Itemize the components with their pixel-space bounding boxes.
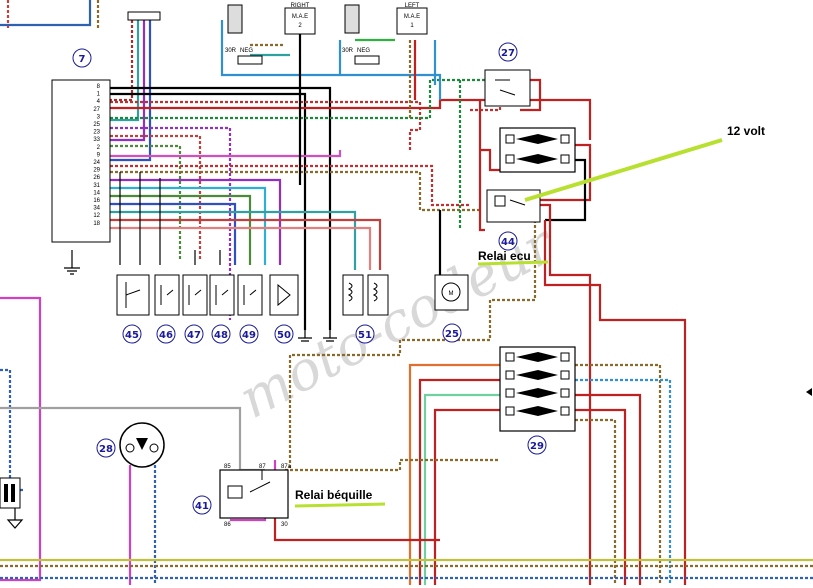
component-29-label: 29 — [530, 441, 544, 452]
ecu-pin-2: 2 — [97, 145, 101, 151]
ecu-pin-25: 25 — [93, 122, 100, 128]
svg-text:M: M — [449, 291, 454, 297]
sensor-number-labels: 45 46 47 48 49 50 51 — [122, 324, 375, 344]
component-49-label: 49 — [242, 330, 256, 341]
component-51-label: 51 — [358, 330, 372, 341]
top-connector — [127, 11, 161, 21]
relay41-pin-30: 30 — [281, 522, 288, 528]
sensor-47 — [182, 274, 208, 316]
left-partial-connector — [0, 477, 21, 509]
ecu-pin-16: 16 — [93, 198, 100, 204]
component-7-label: 7 — [79, 54, 86, 65]
component-50-label: 50 — [277, 330, 291, 341]
edge-arrow-icon — [806, 388, 812, 396]
ecu-pin-23: 23 — [93, 130, 100, 136]
relay41-pin-87a: 87a — [281, 464, 292, 470]
component-41-label: 41 — [195, 501, 209, 512]
ecu-pin-9: 9 — [97, 152, 101, 158]
ecu-pin-14: 14 — [93, 190, 100, 196]
fuel-pump-25: M — [434, 274, 469, 311]
mae-right-index: 2 — [298, 23, 302, 29]
mae-left-label: M.A.E — [404, 14, 420, 20]
mae-right-30r: 30R — [225, 48, 237, 54]
relay41-pin-87: 87 — [259, 464, 266, 470]
ecu-pin-34: 34 — [93, 206, 100, 212]
ecu-pin-4: 4 — [97, 99, 101, 105]
component-45-label: 45 — [125, 330, 139, 341]
sensor-46 — [154, 274, 180, 316]
ecu-pin-3: 3 — [97, 114, 101, 120]
relay41-pin-85: 85 — [224, 464, 231, 470]
mae-right-side: RIGHT — [291, 3, 310, 9]
relay-44-ecu — [486, 189, 541, 223]
ecu-pin-27: 27 — [93, 107, 100, 113]
sensor-45 — [116, 274, 150, 316]
ecu-pin-31: 31 — [93, 183, 100, 189]
sensor-48 — [209, 274, 235, 316]
mae-right-switch: RIGHT M.A.E 2 30R NEG — [225, 3, 316, 65]
mae-right-label: M.A.E — [292, 14, 308, 20]
component-48-label: 48 — [214, 330, 228, 341]
annotation-relai-bequille: Relai béquille — [295, 488, 373, 502]
mae-left-switch: LEFT M.A.E 1 30R NEG — [342, 3, 428, 65]
ecu-pin-18: 18 — [93, 221, 100, 227]
component-25-label: 25 — [445, 329, 459, 340]
ecu-pin-24: 24 — [93, 160, 100, 166]
ecu-pin-33: 33 — [93, 137, 100, 143]
ecu-pin-1: 1 — [97, 92, 101, 98]
component-47-label: 47 — [187, 330, 201, 341]
component-46-label: 46 — [159, 330, 173, 341]
ecu-pin-12: 12 — [93, 213, 100, 219]
component-27-label: 27 — [501, 48, 515, 59]
ecu-pin-29: 29 — [93, 168, 100, 174]
sensor-50 — [269, 274, 299, 316]
component-28-label: 28 — [99, 444, 113, 455]
fuse-box-29 — [499, 346, 576, 432]
relay-27 — [484, 69, 531, 107]
mae-left-index: 1 — [410, 23, 414, 29]
fuse-box-top — [499, 127, 576, 173]
ecu-pin-8: 8 — [97, 84, 101, 90]
relay-41-bequille: 85 87 87a 86 30 — [219, 464, 292, 528]
annotation-relai-ecu: Relai ecu — [478, 249, 531, 263]
mae-left-30r: 30R — [342, 48, 354, 54]
annotation-12-volt: 12 volt — [727, 124, 765, 138]
ecu-pin-26: 26 — [93, 175, 100, 181]
ground-symbols — [6, 250, 337, 529]
mae-right-neg: NEG — [240, 48, 253, 54]
injectors-51 — [342, 274, 389, 316]
relay41-pin-86: 86 — [224, 522, 231, 528]
component-28 — [119, 422, 165, 468]
mae-left-neg: NEG — [357, 48, 370, 54]
mae-left-side: LEFT — [405, 3, 420, 9]
component-44-label: 44 — [501, 237, 515, 248]
sensor-49 — [237, 274, 263, 316]
